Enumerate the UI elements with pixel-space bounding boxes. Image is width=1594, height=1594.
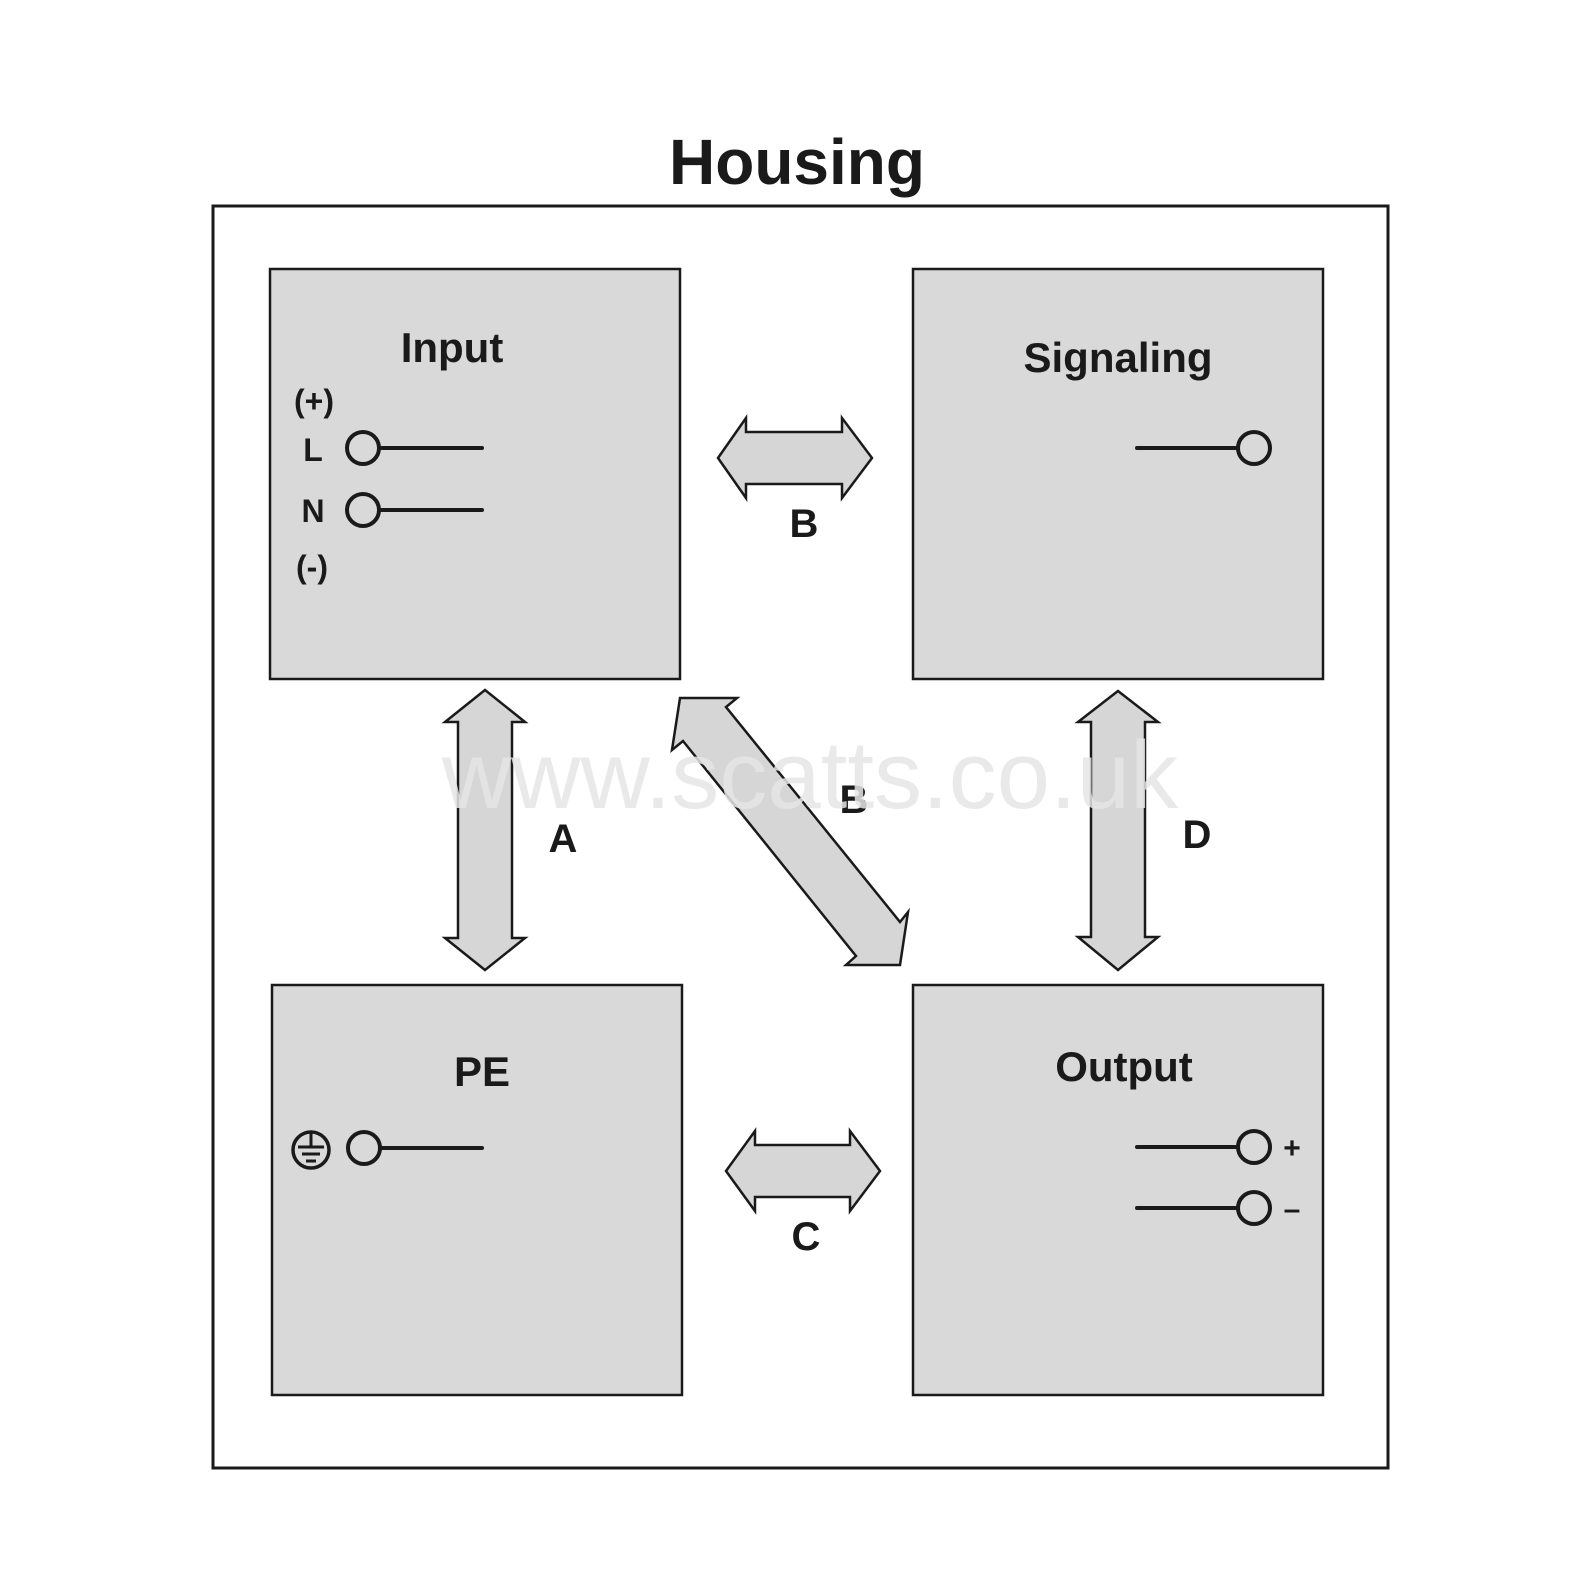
arrow-label-c: C bbox=[792, 1215, 821, 1259]
output-block-box bbox=[911, 983, 1325, 1397]
output-minus-terminal-icon bbox=[1135, 1190, 1272, 1226]
input-minus-label: (-) bbox=[296, 549, 328, 585]
double-arrow-pe-output-icon bbox=[724, 1127, 882, 1215]
pe-block-box bbox=[270, 983, 684, 1397]
input-title: Input bbox=[401, 324, 504, 371]
double-arrow-input-output-icon bbox=[670, 696, 910, 967]
input-block-box bbox=[268, 267, 682, 681]
signaling-block-box bbox=[911, 267, 1325, 681]
terminal-n-icon bbox=[345, 492, 484, 528]
output-plus-terminal-icon bbox=[1135, 1129, 1272, 1165]
double-arrow-signaling-output-icon bbox=[1074, 689, 1162, 972]
pe-terminal-icon bbox=[346, 1130, 484, 1166]
signaling-title: Signaling bbox=[1024, 334, 1213, 381]
output-minus-label: – bbox=[1284, 1193, 1301, 1226]
terminal-l-icon bbox=[345, 430, 484, 466]
input-block: Input (+) L N (-) bbox=[268, 267, 682, 681]
signaling-block: Signaling bbox=[911, 267, 1325, 681]
input-plus-label: (+) bbox=[294, 383, 334, 419]
arrow-label-b-top: B bbox=[790, 502, 819, 546]
signaling-terminal-icon bbox=[1135, 430, 1272, 466]
watermark-text: www.scatts.co.uk bbox=[441, 722, 1179, 829]
pe-title: PE bbox=[454, 1048, 510, 1095]
arrow-label-b-diagonal: B bbox=[840, 778, 869, 822]
double-arrow-input-signaling-icon bbox=[716, 414, 874, 502]
housing-title: Housing bbox=[669, 126, 925, 198]
output-plus-label: + bbox=[1283, 1132, 1301, 1165]
input-n-label: N bbox=[301, 493, 324, 529]
arrow-label-d: D bbox=[1183, 813, 1212, 857]
input-l-label: L bbox=[303, 432, 323, 468]
output-block: Output + – bbox=[911, 983, 1325, 1397]
output-title: Output bbox=[1055, 1043, 1193, 1090]
double-arrow-input-pe-icon bbox=[441, 688, 529, 972]
arrow-label-a: A bbox=[549, 817, 578, 861]
pe-block: PE bbox=[270, 983, 684, 1397]
protective-earth-icon bbox=[291, 1130, 331, 1170]
